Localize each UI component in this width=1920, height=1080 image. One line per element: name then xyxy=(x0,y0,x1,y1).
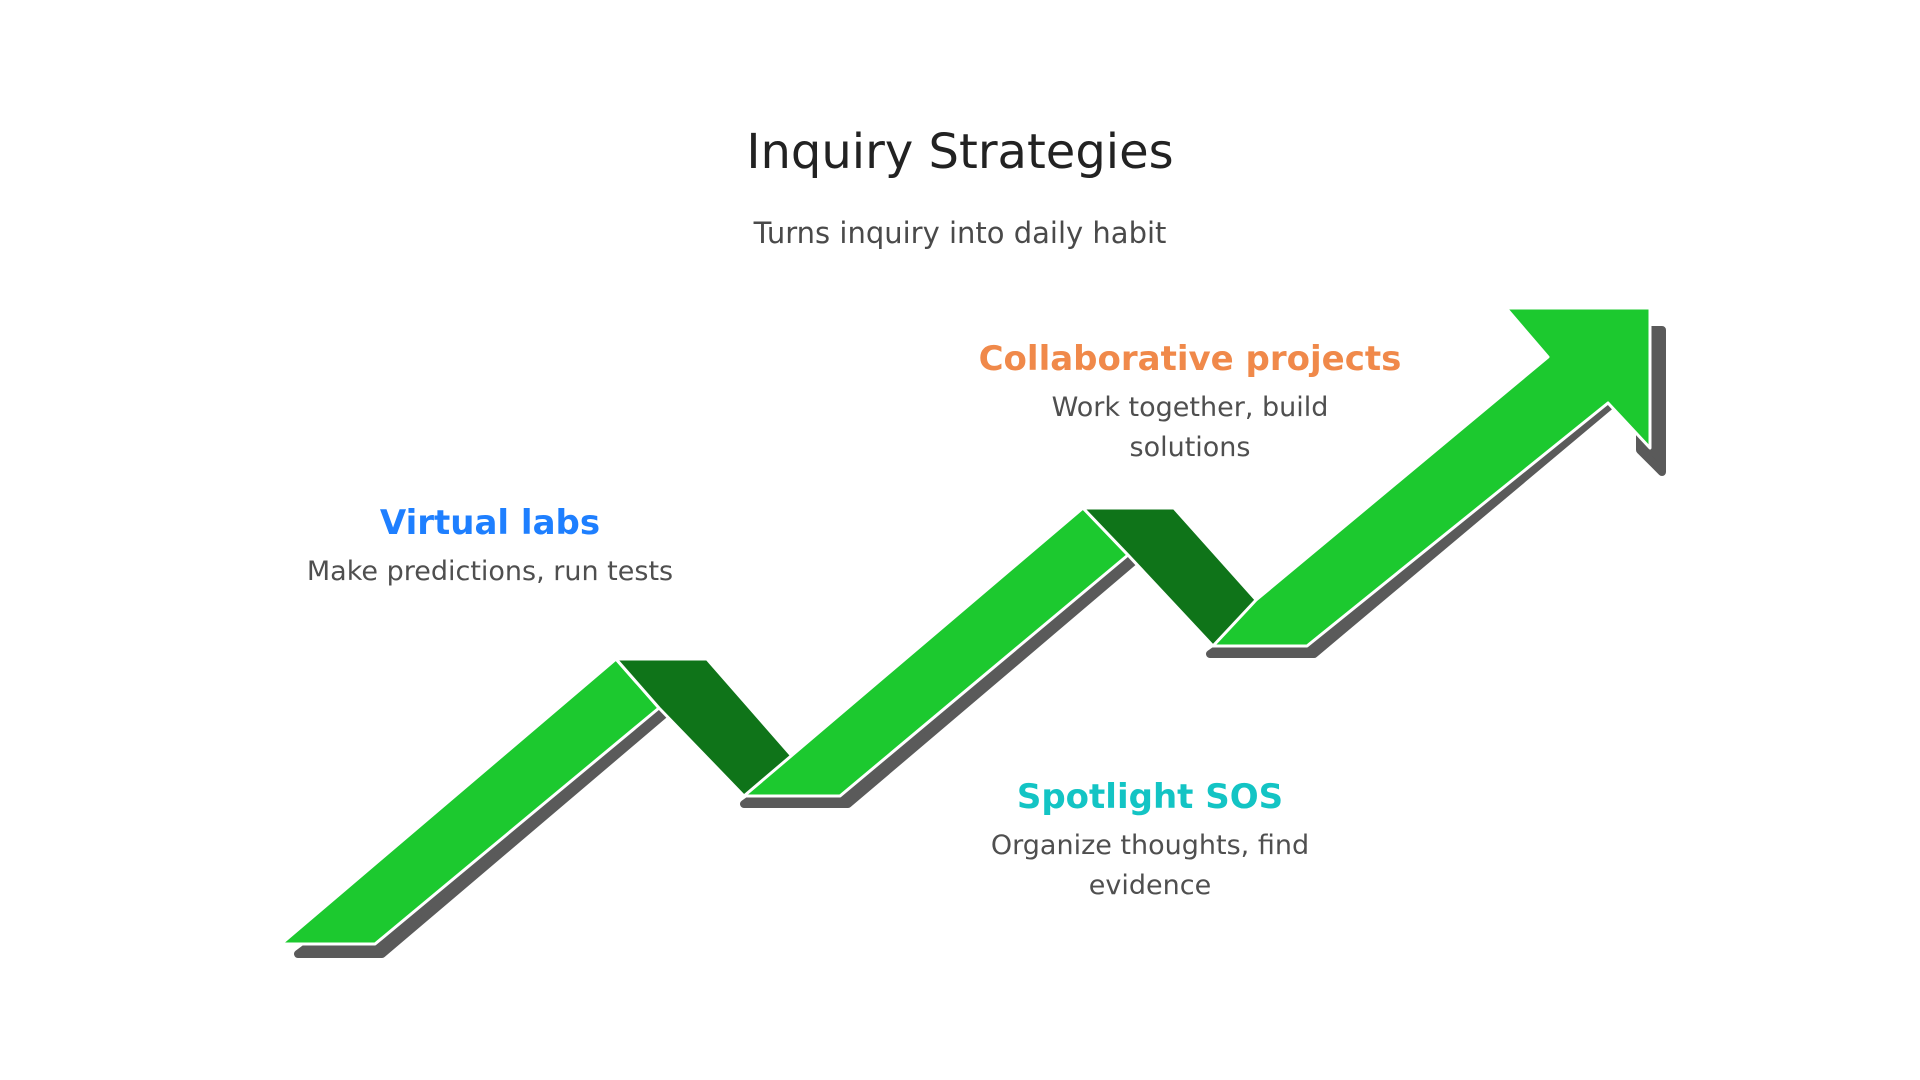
step-collaborative-projects: Collaborative projects Work together, bu… xyxy=(930,338,1450,468)
step-virtual-labs-description: Make predictions, run tests xyxy=(306,556,674,587)
arrow-segment-1 xyxy=(279,657,661,946)
step-spotlight-sos-description: Organize thoughts, find evidence xyxy=(990,830,1310,901)
step-spotlight-sos: Spotlight SOS Organize thoughts, find ev… xyxy=(940,776,1360,906)
step-collaborative-projects-heading: Collaborative projects xyxy=(978,339,1402,379)
arrow-segment-2 xyxy=(742,506,1130,798)
diagram-title: Inquiry Strategies xyxy=(746,124,1174,180)
step-spotlight-sos-heading: Spotlight SOS xyxy=(1016,777,1284,817)
step-virtual-labs-heading: Virtual labs xyxy=(379,503,601,543)
step-virtual-labs: Virtual labs Make predictions, run tests xyxy=(290,502,690,592)
step-collaborative-projects-description: Work together, build solutions xyxy=(1051,392,1329,463)
diagram-subtitle: Turns inquiry into daily habit xyxy=(753,216,1167,250)
arrow-segment-3 xyxy=(1211,306,1652,648)
